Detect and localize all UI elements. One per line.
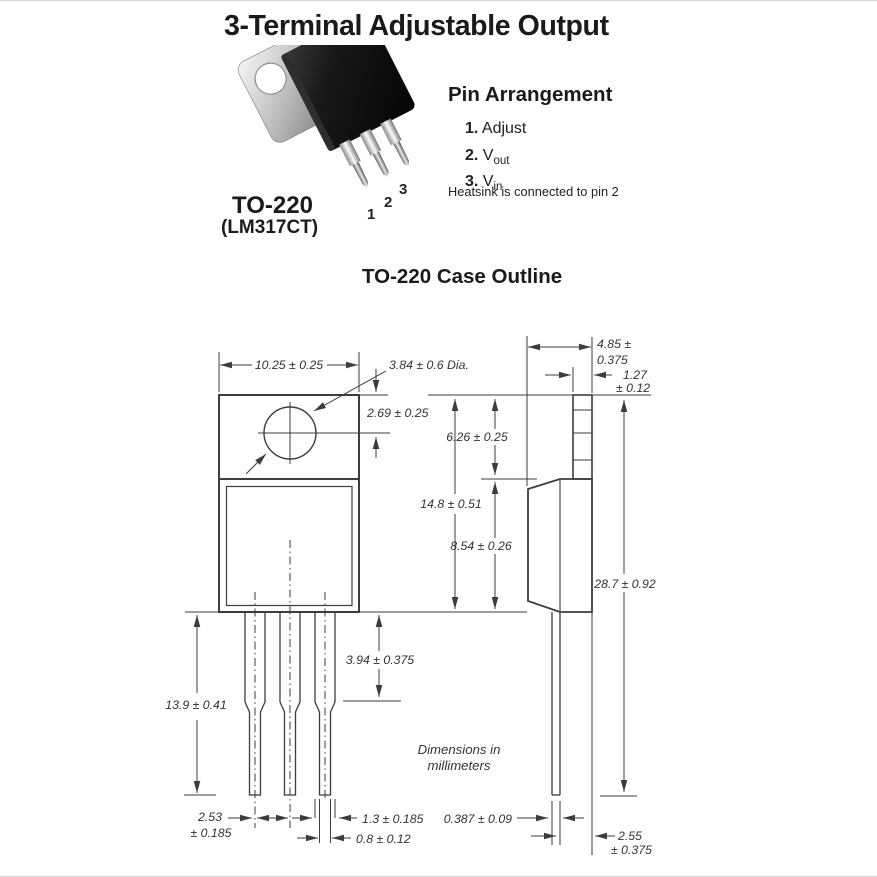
units-note-line2: millimeters bbox=[427, 758, 490, 773]
pin-item-label: Adjust bbox=[481, 120, 527, 137]
dim-lead-setback-a: 2.55 bbox=[617, 829, 642, 843]
pin-item-2: 2. Vout bbox=[465, 147, 526, 167]
dim-lead-shoulder-length: 3.94 ± 0.375 bbox=[346, 653, 414, 667]
pin-item-label: V bbox=[482, 146, 494, 164]
package-part-label: (LM317CT) bbox=[221, 217, 319, 238]
dim-body-height: 8.54 ± 0.26 bbox=[450, 539, 512, 553]
page-top-edge bbox=[0, 0, 877, 1]
dim-tab-thickness-a: 1.27 bbox=[623, 368, 648, 382]
front-body-outline bbox=[218, 478, 360, 613]
dim-hole-offset: 2.69 ± 0.25 bbox=[366, 406, 429, 420]
pin-item-sub: in bbox=[493, 181, 503, 194]
photo-pin-label-3: 3 bbox=[399, 181, 408, 198]
photo-pin-label-2: 2 bbox=[384, 194, 393, 211]
pin-item-number: 3. bbox=[465, 173, 479, 191]
body-edge-highlight bbox=[281, 53, 335, 152]
pin-item-3: 3. Vin bbox=[465, 173, 526, 193]
mounting-hole bbox=[254, 62, 287, 95]
package-name-label: TO-220 bbox=[232, 192, 313, 219]
pin-item-1: 1. Adjust bbox=[465, 120, 526, 140]
dim-height-to-shoulder: 14.8 ± 0.51 bbox=[420, 497, 481, 511]
heatsink-note: Heatsink is connected to pin 2 bbox=[448, 184, 619, 199]
pin-item-sub: out bbox=[493, 154, 510, 167]
dimension-labels: 10.25 ± 0.25 3.84 ± 0.6 Dia. 2.69 ± 0.25… bbox=[165, 337, 656, 857]
side-tab-outline bbox=[572, 394, 593, 480]
dim-hole-dia: 3.84 ± 0.6 Dia. bbox=[389, 358, 469, 372]
front-body-inner-outline bbox=[225, 485, 353, 607]
pin-arrangement-heading: Pin Arrangement bbox=[448, 83, 613, 106]
dim-lead-length: 13.9 ± 0.41 bbox=[165, 698, 226, 712]
pin-arrangement-list: 1. Adjust 2. Vout 3. Vin bbox=[465, 120, 526, 200]
dim-lead-thickness: 0.387 ± 0.09 bbox=[444, 812, 512, 826]
to220-package-photo bbox=[237, 45, 415, 188]
lead-centerlines bbox=[254, 540, 326, 828]
side-dimension-lines bbox=[517, 336, 637, 840]
dim-body-depth-b: 0.375 bbox=[597, 353, 628, 367]
side-view bbox=[527, 394, 593, 855]
front-dimension-lines bbox=[184, 352, 651, 842]
dim-lead-width-narrow: 0.8 ± 0.12 bbox=[356, 832, 411, 846]
page-title: 3-Terminal Adjustable Output bbox=[224, 10, 609, 42]
dim-lead-pitch-b: ± 0.185 bbox=[191, 826, 232, 840]
dim-overall-height: 28.7 ± 0.92 bbox=[593, 577, 656, 591]
pin-item-label: V bbox=[482, 173, 494, 191]
package-leads bbox=[339, 118, 410, 188]
front-view bbox=[218, 394, 390, 843]
pin-item-number: 1. bbox=[465, 120, 479, 137]
dim-lead-pitch-a: 2.53 bbox=[197, 810, 222, 824]
drawing-linework bbox=[184, 336, 651, 855]
dim-lead-setback-b: ± 0.375 bbox=[611, 843, 652, 857]
dim-tab-height: 6.26 ± 0.25 bbox=[446, 430, 508, 444]
units-note-line1: Dimensions in bbox=[418, 742, 501, 757]
case-outline-heading: TO-220 Case Outline bbox=[362, 265, 563, 288]
dim-tab-width: 10.25 ± 0.25 bbox=[255, 358, 323, 372]
photo-pin-label-1: 1 bbox=[367, 206, 376, 223]
dim-lead-width-wide: 1.3 ± 0.185 bbox=[362, 812, 424, 826]
dim-tab-thickness-b: ± 0.12 bbox=[616, 381, 650, 395]
dim-body-depth-a: 4.85 ± bbox=[597, 337, 631, 351]
front-leads bbox=[244, 612, 336, 796]
pin-item-number: 2. bbox=[465, 146, 479, 164]
